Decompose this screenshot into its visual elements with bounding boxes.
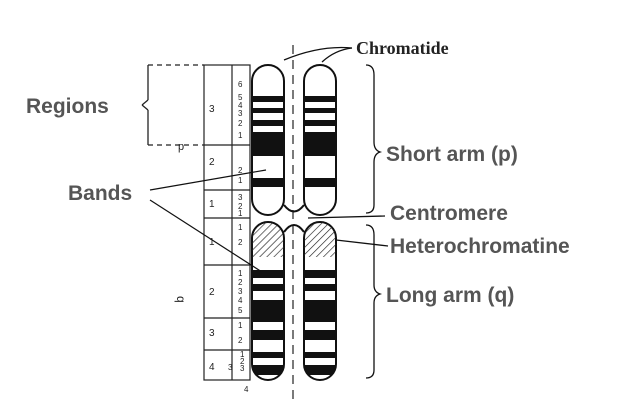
band-p2-1: 1 xyxy=(238,176,243,185)
band-q3-1: 1 xyxy=(238,321,243,330)
band-p3-6: 6 xyxy=(238,80,243,89)
short-arm-bracket xyxy=(365,64,383,214)
band-q2-4: 4 xyxy=(238,296,243,305)
band-q2-5: 5 xyxy=(238,306,243,315)
region-q3: 3 xyxy=(209,328,215,339)
heterochromatin-hatch xyxy=(252,222,336,257)
band-q1-2: 2 xyxy=(238,238,243,247)
bands-pointers xyxy=(149,169,267,273)
band-q3-2: 2 xyxy=(238,336,243,345)
band-p2-2: 2 xyxy=(238,166,243,175)
band-q2-1: 1 xyxy=(238,269,243,278)
q-arm-bands xyxy=(252,270,336,375)
band-p3-4: 4 xyxy=(238,101,243,110)
band-q4-sub-3: 3 xyxy=(240,364,245,373)
centromere-pointer xyxy=(307,215,386,219)
p-marker: p xyxy=(178,141,184,153)
regions-bracket xyxy=(141,64,204,146)
label-centromere: Centromere xyxy=(390,202,508,225)
band-q4-4: 4 xyxy=(244,385,249,394)
label-long-arm: Long arm (q) xyxy=(386,284,514,307)
band-q4-sub-2: 2 xyxy=(240,357,245,366)
label-heterochromatine: Heterochromatine xyxy=(390,235,570,258)
band-p3-3: 3 xyxy=(238,109,243,118)
label-bands: Bands xyxy=(68,182,132,205)
band-q4-3: 3 xyxy=(228,363,233,372)
centromere-pinch xyxy=(283,204,305,233)
band-p3-5: 5 xyxy=(238,93,243,102)
region-column xyxy=(203,64,251,381)
region-q2: 2 xyxy=(209,287,215,298)
chromatide-arrows xyxy=(283,46,353,63)
band-p1-2: 2 xyxy=(238,202,243,211)
band-q2-3: 3 xyxy=(238,287,243,296)
band-q1-1: 1 xyxy=(238,223,243,232)
region-q1: 1 xyxy=(209,237,215,248)
q-marker: q xyxy=(174,296,188,303)
region-numbers: 3 2 1 1 2 3 4 xyxy=(209,104,215,373)
band-q4-sub-1: 1 xyxy=(240,350,245,359)
label-chromatide: Chromatide xyxy=(356,38,449,58)
band-p3-2: 2 xyxy=(238,119,243,128)
region-p3: 3 xyxy=(209,104,215,115)
region-q4: 4 xyxy=(209,362,215,373)
band-p1-3: 3 xyxy=(238,193,243,202)
region-p1: 1 xyxy=(209,199,215,210)
region-p2: 2 xyxy=(209,157,215,168)
long-arm-bracket xyxy=(365,224,383,379)
heterochromatine-pointer xyxy=(335,239,389,247)
label-regions: Regions xyxy=(26,95,109,118)
band-p1-1: 1 xyxy=(238,209,243,218)
label-short-arm: Short arm (p) xyxy=(386,143,518,166)
band-q2-2: 2 xyxy=(238,278,243,287)
p-arm-bands xyxy=(252,96,336,187)
band-numbers: 6 5 4 3 2 1 2 1 3 2 1 1 2 1 2 3 4 5 1 2 … xyxy=(228,80,249,394)
band-p3-1: 1 xyxy=(238,131,243,140)
